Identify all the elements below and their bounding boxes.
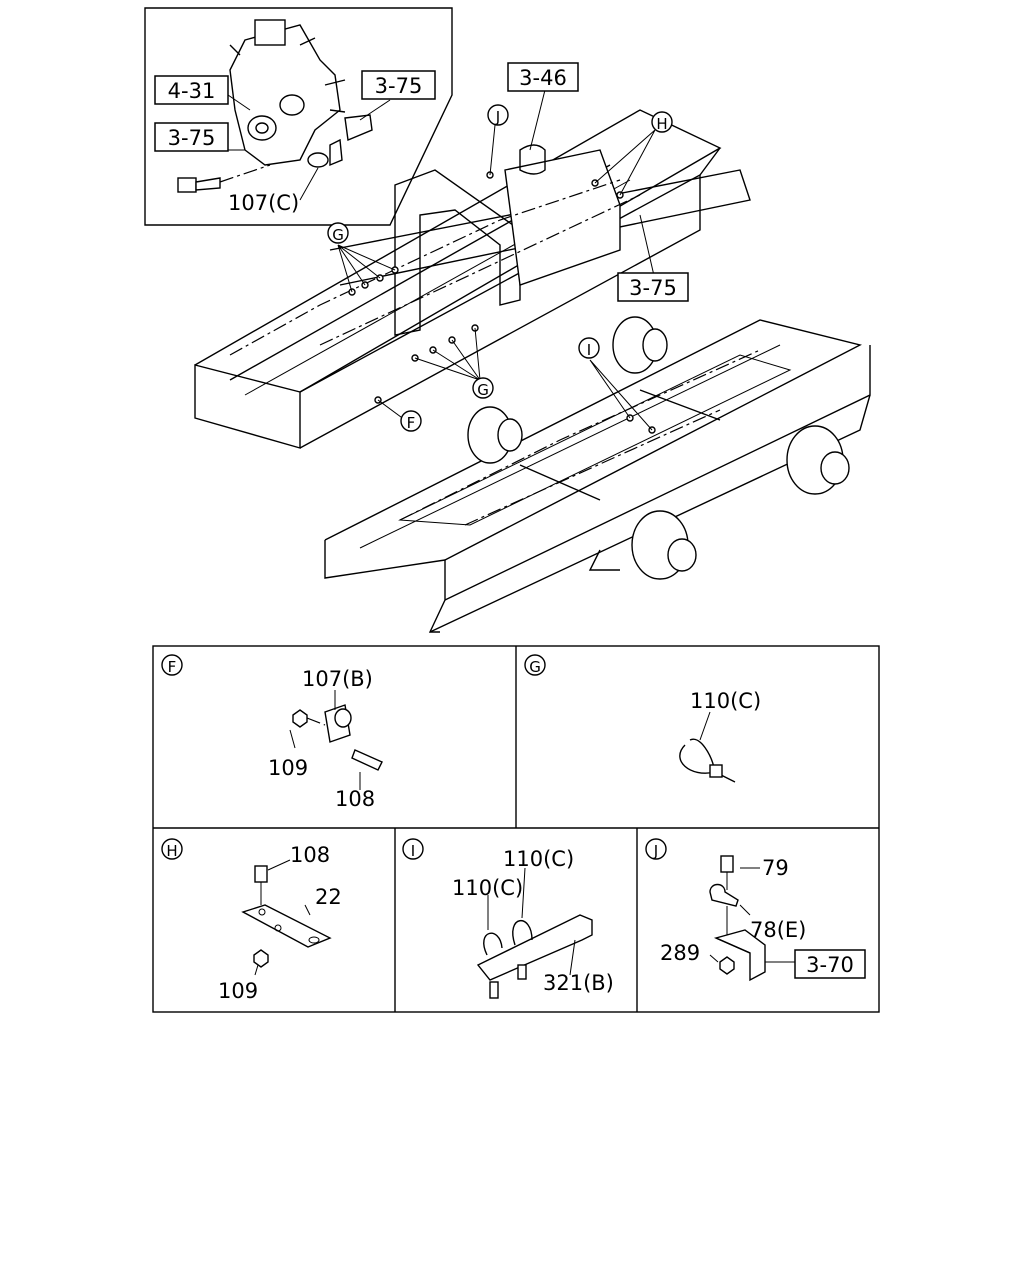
- panel-f-marker: F: [161, 654, 183, 676]
- chassis-illustration: [194, 89, 871, 633]
- panel-j-callout-3-70: 3-70: [794, 949, 866, 979]
- panel-j-label-79: 79: [762, 856, 789, 880]
- panel-g-marker: G: [524, 654, 546, 676]
- panel-h-marker: H: [161, 838, 183, 860]
- marker-h: H: [651, 111, 673, 133]
- callout-4-31: 4-31: [154, 75, 229, 105]
- svg-text:3-46: 3-46: [519, 66, 567, 90]
- panel-i-label-110c-left: 110(C): [452, 876, 523, 900]
- svg-text:H: H: [656, 115, 667, 133]
- panel-h-label-22: 22: [315, 885, 342, 909]
- clip-dots: [348, 171, 656, 434]
- detail-panel-j: J 79 78(E) 289 3-70: [645, 838, 866, 982]
- callout-3-75-pump-bolt: 3-75: [154, 122, 229, 152]
- label-107c-pump: 107(C): [228, 191, 299, 215]
- panel-f-label-109: 109: [268, 756, 308, 780]
- panel-f-label-107b: 107(B): [302, 667, 373, 691]
- pump-inset: [144, 7, 453, 226]
- marker-j: J: [487, 104, 509, 126]
- panel-i-label-110c-top: 110(C): [503, 847, 574, 871]
- svg-text:G: G: [477, 381, 489, 399]
- detail-panel-g: G 110(C): [524, 654, 761, 783]
- detail-grid: [152, 645, 880, 1013]
- panel-j-label-289: 289: [660, 941, 700, 965]
- svg-text:H: H: [166, 842, 177, 860]
- svg-text:I: I: [411, 842, 415, 860]
- svg-text:G: G: [529, 658, 541, 676]
- panel-i-marker: I: [402, 838, 424, 860]
- panel-h-label-108: 108: [290, 843, 330, 867]
- callout-3-75-frame: 3-75: [617, 272, 689, 302]
- marker-f: F: [400, 410, 422, 432]
- marker-g-top: G: [327, 222, 349, 244]
- axle-hubs: [467, 316, 850, 580]
- detail-panel-i: I 110(C) 110(C) 321(B): [402, 838, 614, 999]
- panel-i-label-321b: 321(B): [543, 971, 614, 995]
- svg-text:I: I: [587, 341, 591, 359]
- svg-text:3-75: 3-75: [168, 126, 216, 150]
- svg-text:3-75: 3-75: [375, 74, 423, 98]
- svg-text:3-75: 3-75: [629, 276, 677, 300]
- detail-panel-h: H 108 22 109: [161, 838, 342, 1003]
- panel-g-label-110c: 110(C): [690, 689, 761, 713]
- panel-h-label-109: 109: [218, 979, 258, 1003]
- svg-text:J: J: [495, 108, 500, 126]
- panel-j-marker: J: [645, 838, 667, 860]
- svg-text:F: F: [407, 414, 416, 432]
- marker-g-bottom: G: [472, 377, 494, 399]
- marker-i: I: [578, 337, 600, 359]
- svg-text:G: G: [332, 226, 344, 244]
- injection-pump: [229, 19, 346, 166]
- callout-3-46: 3-46: [507, 62, 579, 92]
- panel-j-label-78e: 78(E): [750, 918, 806, 942]
- callout-3-75-pump-bracket: 3-75: [361, 70, 436, 100]
- panel-f-label-108: 108: [335, 787, 375, 811]
- svg-text:3-70: 3-70: [806, 953, 854, 977]
- detail-panel-f: F 107(B) 109 108: [161, 654, 383, 811]
- svg-text:4-31: 4-31: [168, 79, 216, 103]
- svg-text:F: F: [168, 658, 177, 676]
- svg-text:J: J: [653, 842, 658, 860]
